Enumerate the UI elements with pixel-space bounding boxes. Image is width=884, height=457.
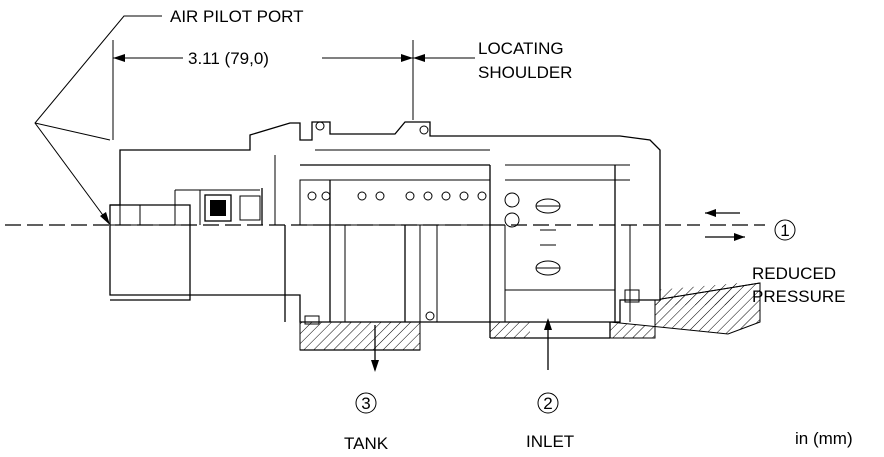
port-1-circle bbox=[774, 219, 796, 241]
flow-arrows bbox=[371, 209, 745, 372]
valve-body bbox=[109, 121, 661, 325]
reduced-label: REDUCED bbox=[752, 264, 836, 283]
air-pilot-leader bbox=[34, 15, 162, 225]
locating-label: LOCATING bbox=[478, 39, 564, 58]
shoulder-label: SHOULDER bbox=[478, 63, 572, 82]
dimension-3-11 bbox=[112, 40, 475, 140]
port-1-number: 1 bbox=[780, 221, 789, 240]
port-3-circle bbox=[355, 392, 377, 414]
port-3-number: 3 bbox=[361, 394, 370, 413]
air-pilot-port-label: AIR PILOT PORT bbox=[170, 7, 304, 26]
manifold-cavity bbox=[299, 282, 761, 351]
units-label: in (mm) bbox=[795, 429, 853, 448]
port-2-circle bbox=[537, 392, 559, 414]
tank-label: TANK bbox=[344, 434, 389, 453]
port-2-number: 2 bbox=[543, 394, 552, 413]
inlet-label: INLET bbox=[526, 432, 574, 451]
pressure-label: PRESSURE bbox=[752, 287, 846, 306]
dimension-label: 3.11 (79,0) bbox=[188, 49, 269, 68]
